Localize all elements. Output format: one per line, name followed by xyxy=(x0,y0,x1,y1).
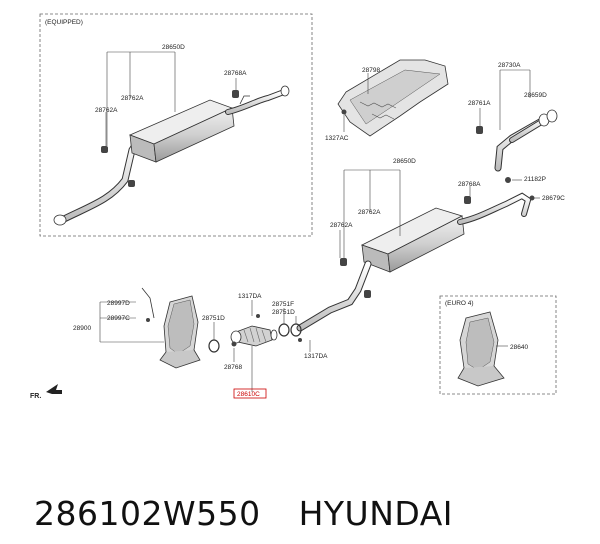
label-28768A-top: 28768A xyxy=(224,70,247,77)
label-28761A: 28761A xyxy=(468,100,491,107)
label-28997D: 28997D xyxy=(107,300,130,307)
euro4-label: (EURO 4) xyxy=(445,300,474,307)
muffler-mid[interactable] xyxy=(340,177,535,298)
label-1317DA-top: 1317DA xyxy=(238,293,262,300)
label-28679C: 28679C xyxy=(542,195,565,202)
label-28798: 28798 xyxy=(362,67,380,74)
equipped-label: (EQUIPPED) xyxy=(45,19,83,26)
leaders-mid xyxy=(339,169,540,258)
front-pipe-top[interactable] xyxy=(53,134,144,226)
arrow-icon xyxy=(46,384,62,394)
leaders-cat xyxy=(99,301,164,343)
euro4-box: (EURO 4) 28640 xyxy=(439,295,557,395)
exhaust-parts-diagram: (EQUIPPED) xyxy=(30,13,565,400)
leaders-tail xyxy=(479,69,531,130)
label-28650D-mid: 28650D xyxy=(393,158,416,165)
label-28762A-mid-b: 28762A xyxy=(330,222,353,229)
hangers-top xyxy=(101,90,250,187)
leaders-top xyxy=(105,51,237,146)
brand-name: HYUNDAI xyxy=(298,494,454,533)
leaders-front xyxy=(213,300,311,392)
catalytic-converter-left[interactable] xyxy=(141,287,201,369)
label-28659D: 28659D xyxy=(524,92,547,99)
label-28762A-top-a: 28762A xyxy=(121,95,144,102)
catalytic-converter-euro4[interactable] xyxy=(457,311,505,387)
tail-pipe-assembly[interactable] xyxy=(476,109,558,172)
highlight-box xyxy=(233,388,267,399)
label-28762A-mid-a: 28762A xyxy=(358,209,381,216)
label-28640: 28640 xyxy=(510,344,528,351)
label-21182P: 21182P xyxy=(524,176,546,183)
label-28610C-highlight[interactable]: 28610C xyxy=(237,391,260,398)
label-1327AC: 1327AC xyxy=(325,135,349,142)
label-28900: 28900 xyxy=(73,325,91,332)
center-pipe[interactable] xyxy=(296,260,372,332)
label-28751D-right: 28751D xyxy=(272,309,295,316)
muffler-top[interactable] xyxy=(128,85,290,163)
front-pipe-28610C[interactable] xyxy=(230,325,278,347)
label-28751D-left: 28751D xyxy=(202,315,225,322)
part-number: 286102W550 xyxy=(33,494,261,533)
label-28768A-mid: 28768A xyxy=(458,181,481,188)
fr-label: FR. xyxy=(30,393,41,400)
equipped-box: (EQUIPPED) xyxy=(39,13,313,237)
label-28997C: 28997C xyxy=(107,315,130,322)
part-caption: 286102W550 HYUNDAI xyxy=(12,424,592,533)
label-28730A: 28730A xyxy=(498,62,521,69)
heat-shield[interactable] xyxy=(337,59,449,137)
front-direction-marker: FR. xyxy=(30,384,62,400)
label-28650D-top: 28650D xyxy=(162,44,185,51)
label-28762A-top-b: 28762A xyxy=(95,107,118,114)
label-28768: 28768 xyxy=(224,364,242,371)
label-28751F: 28751F xyxy=(272,301,294,308)
label-1317DA-bottom: 1317DA xyxy=(304,353,328,360)
